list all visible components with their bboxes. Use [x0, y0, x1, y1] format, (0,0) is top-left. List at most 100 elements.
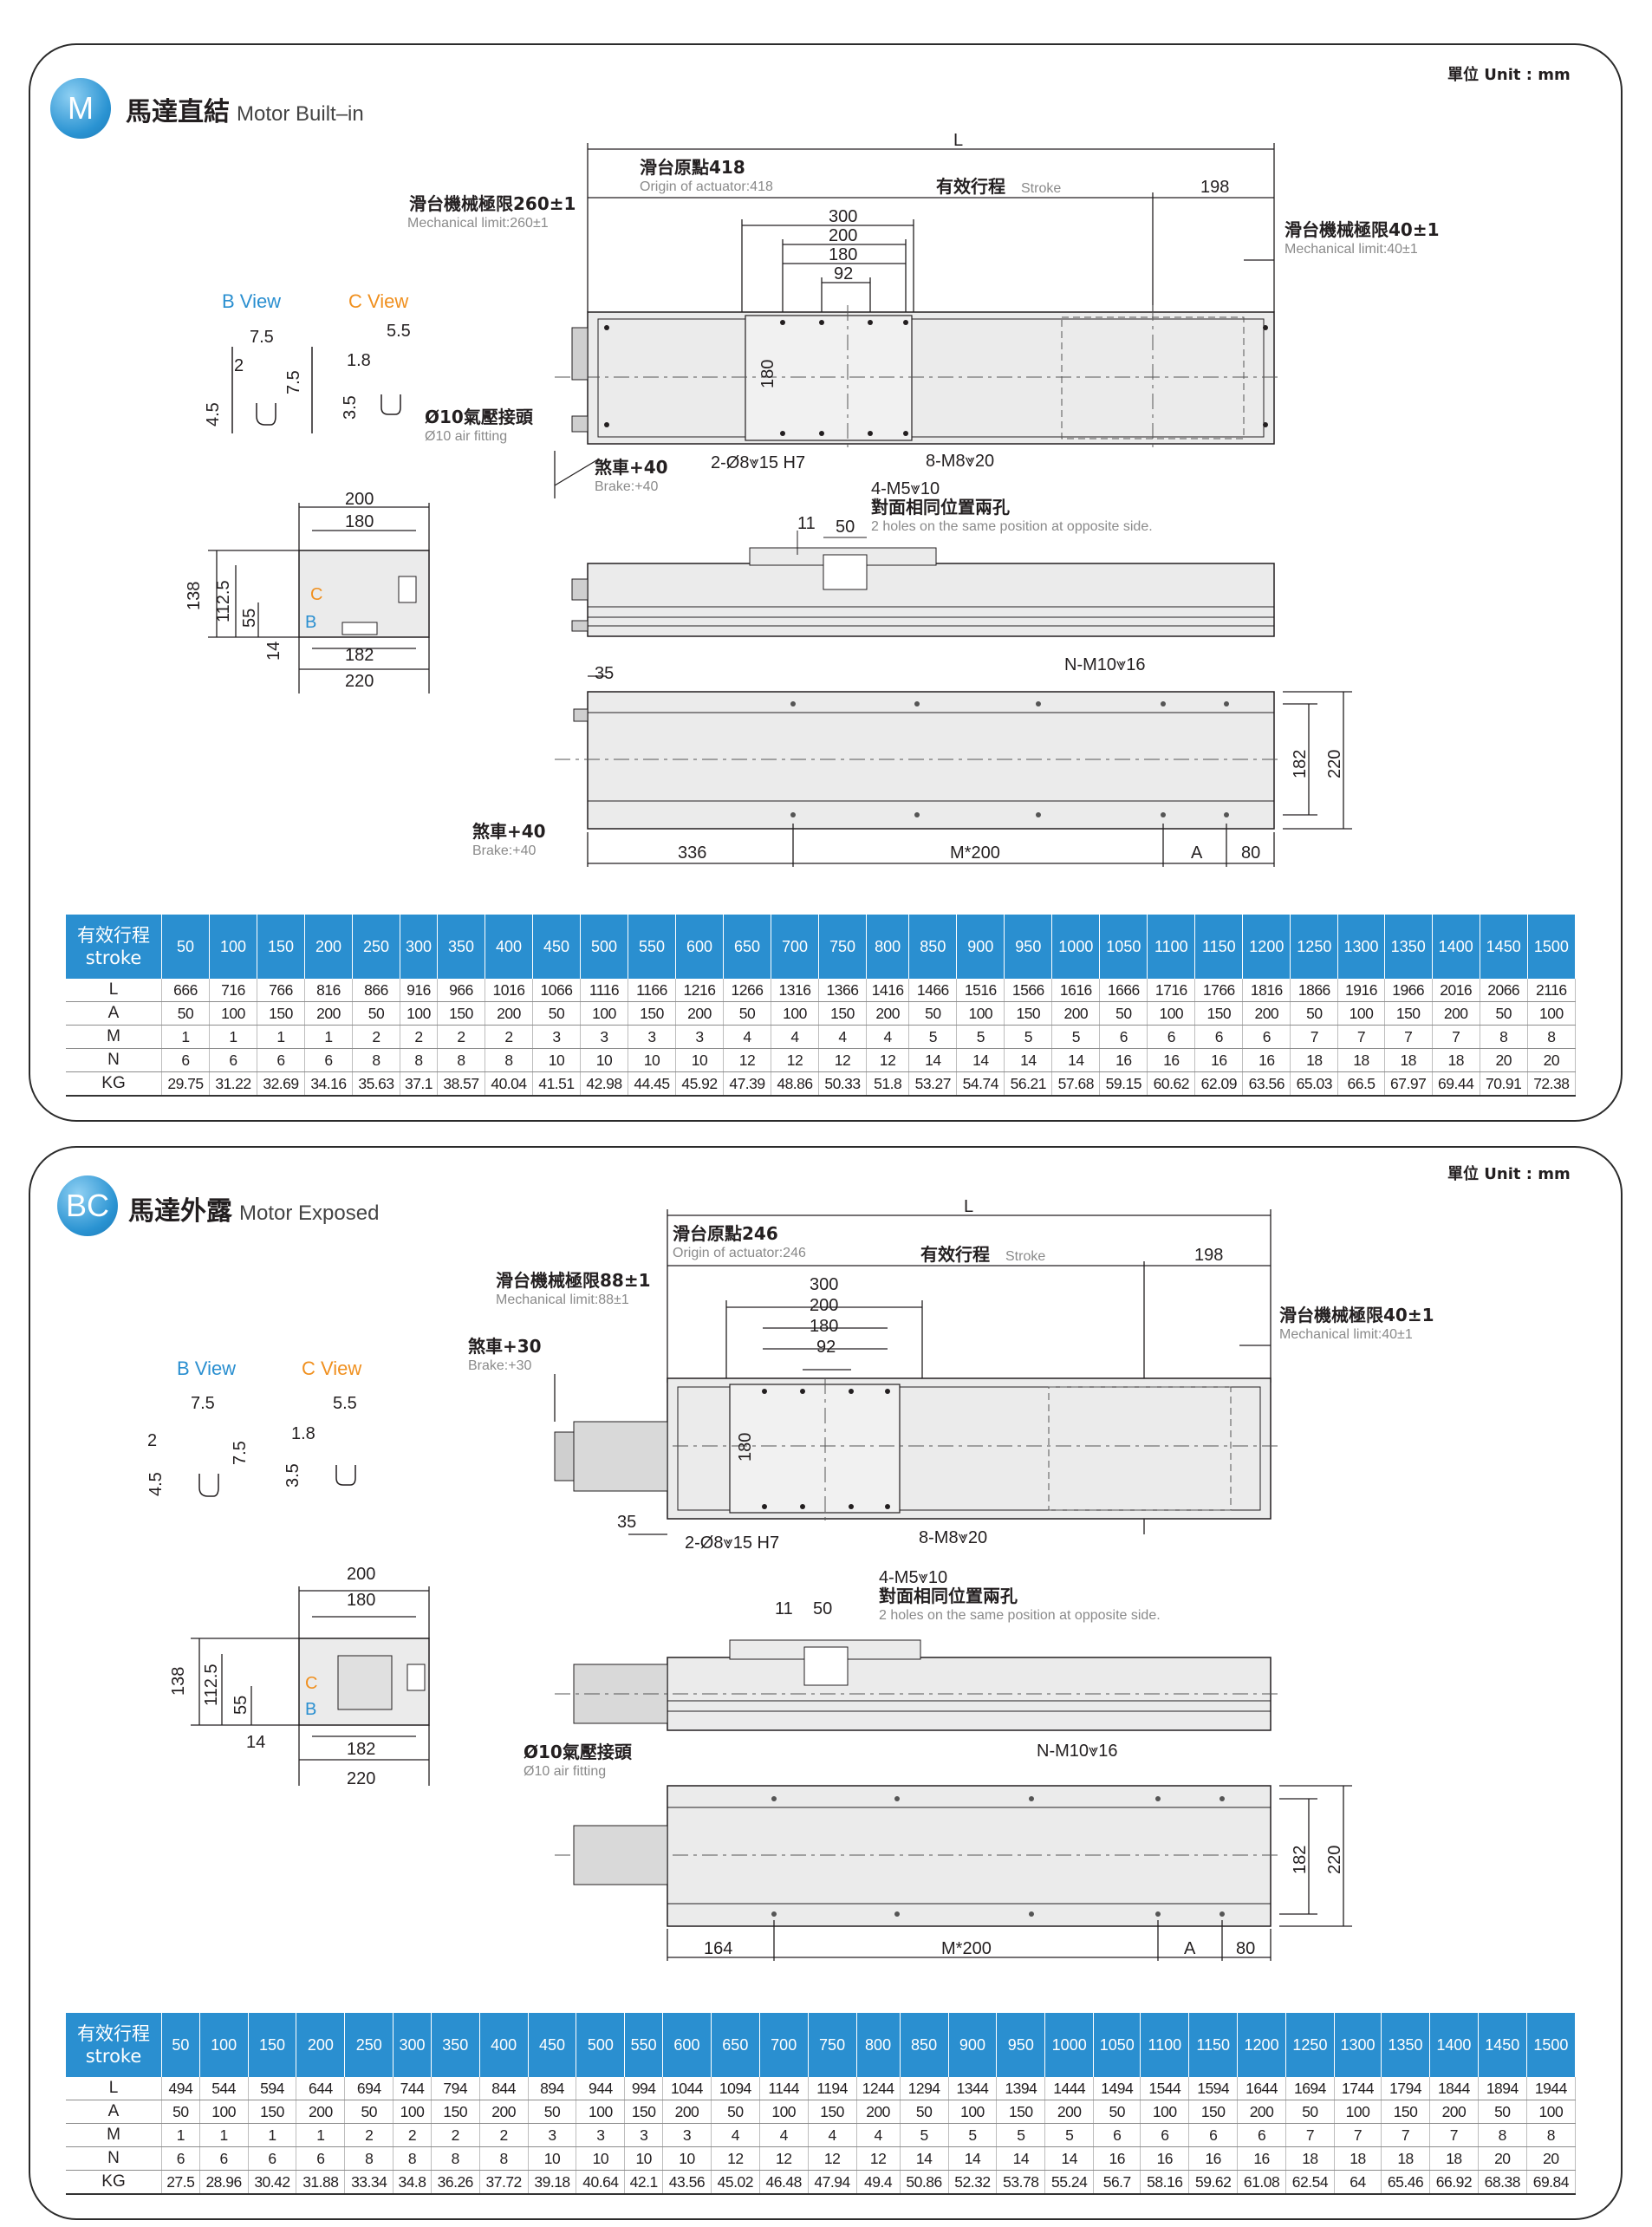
spec-cell: 35.63 [352, 1071, 400, 1097]
drawing-motor-built-in: L 滑台原點418 Origin of actuator:418 有效行程 St… [185, 131, 1440, 867]
spec-cell: 51.8 [866, 1071, 910, 1097]
dim-200-bc: 200 [810, 1296, 838, 1315]
spec-cell: 10 [532, 1048, 581, 1072]
end-200-bc: 200 [347, 1565, 375, 1584]
spec-cell: 100 [199, 2100, 249, 2124]
stroke-col-header: 1450 [1480, 915, 1528, 979]
spec-cell: 866 [352, 979, 400, 1002]
spec-cell: 50 [711, 2100, 760, 2124]
mech-limit-right-bc: 滑台機械極限40±1 [1279, 1305, 1434, 1325]
spec-cell: 2066 [1480, 979, 1528, 1002]
section-title: 馬達直結 Motor Built–in [126, 90, 364, 128]
spec-cell: 1894 [1478, 2077, 1527, 2100]
stroke-col-header: 1450 [1478, 2013, 1527, 2077]
dim-182-vertical: 182 [1291, 750, 1310, 778]
spec-cell: 12 [808, 2146, 857, 2171]
spec-cell: 2 [393, 2123, 432, 2147]
bview-4-5-bc: 4.5 [146, 1472, 166, 1496]
spec-cell: 1844 [1429, 2077, 1479, 2100]
dim-11-bc: 11 [775, 1599, 793, 1618]
dim-198: 198 [1200, 178, 1229, 197]
spec-cell: 1 [209, 1025, 257, 1049]
spec-cell: 50 [1480, 1001, 1528, 1026]
spec-cell: 150 [437, 1001, 485, 1026]
opposite-holes-label-bc: 對面相同位置兩孔 [879, 1586, 1018, 1606]
spec-cell: 100 [771, 1001, 819, 1026]
spec-cell: 8 [1526, 2123, 1577, 2147]
stroke-label-bc: 有效行程 [920, 1244, 990, 1265]
spec-row-label: L [66, 979, 162, 1002]
spec-header-zh-bc: 有效行程 [77, 2023, 150, 2044]
spec-cell: 45.02 [711, 2170, 760, 2195]
spec-cell: 57.68 [1051, 1071, 1101, 1097]
spec-cell: 716 [209, 979, 257, 1002]
dim-a: A [1191, 843, 1203, 863]
spec-cell: 200 [675, 1001, 724, 1026]
spec-cell: 50 [352, 1001, 400, 1026]
spec-cell: 100 [759, 2100, 809, 2124]
spec-cell: 150 [248, 2100, 297, 2124]
stroke-label-en-bc: Stroke [1005, 1249, 1045, 1264]
end-138-bc: 138 [169, 1667, 188, 1696]
spec-cell: 4 [711, 2123, 760, 2147]
spec-cell: 56.21 [1004, 1071, 1053, 1097]
stroke-col-header: 800 [856, 2013, 901, 2077]
spec-cell: 1 [296, 2123, 346, 2147]
stroke-col-header: 850 [900, 2013, 949, 2077]
spec-cell: 16 [1099, 1048, 1148, 1072]
dim-300: 300 [829, 207, 857, 226]
spec-cell: 1216 [675, 979, 724, 1002]
spec-cell: 8 [431, 2146, 480, 2171]
spec-cell: 1644 [1237, 2077, 1286, 2100]
spec-cell: 150 [996, 2100, 1046, 2124]
spec-cell: 8 [400, 1048, 438, 1072]
spec-cell: 40.04 [485, 1071, 533, 1097]
spec-cell: 1666 [1099, 979, 1148, 1002]
spec-cell: 18 [1290, 1048, 1339, 1072]
spec-cell: 20 [1478, 2146, 1527, 2171]
stroke-col-header: 600 [675, 915, 724, 979]
spec-cell: 66.92 [1429, 2170, 1479, 2195]
spec-cell: 1044 [662, 2077, 712, 2100]
stroke-col-header: 950 [996, 2013, 1046, 2077]
stroke-col-header: 1000 [1044, 2013, 1095, 2077]
dim-164-bc: 164 [704, 1939, 732, 1958]
stroke-col-header: 150 [248, 2013, 297, 2077]
spec-cell: 55.24 [1044, 2170, 1095, 2195]
spec-cell: 1916 [1337, 979, 1385, 1002]
spec-cell: 34.16 [304, 1071, 353, 1097]
end-182: 182 [345, 646, 374, 665]
spec-cell: 200 [1237, 2100, 1286, 2124]
spec-cell: 38.57 [437, 1071, 485, 1097]
stroke-col-header: 1250 [1290, 915, 1339, 979]
spec-cell: 18 [1334, 2146, 1382, 2171]
spec-cell: 1816 [1242, 979, 1291, 1002]
stroke-col-header: 150 [257, 915, 305, 979]
dim-35-bc: 35 [617, 1513, 636, 1532]
spec-cell: 14 [948, 2146, 998, 2171]
spec-cell: 18 [1429, 2146, 1479, 2171]
stroke-col-header: 1000 [1051, 915, 1101, 979]
section-title-zh: 馬達直結 [126, 97, 230, 127]
dim-92-bc: 92 [816, 1338, 836, 1357]
mech-limit-right: 滑台機械極限40±1 [1285, 219, 1440, 240]
spec-cell: 20 [1527, 1048, 1577, 1072]
stroke-col-header: 1300 [1334, 2013, 1382, 2077]
pin-hole-label: 2-Ø8⩔15 H7 [711, 453, 805, 472]
end-182-bc: 182 [347, 1740, 375, 1759]
spec-cell: 50 [528, 2100, 577, 2124]
spec-cell: 150 [818, 1001, 867, 1026]
stroke-col-header: 50 [161, 2013, 200, 2077]
spec-cell: 39.18 [528, 2170, 577, 2195]
spec-cell: 200 [1432, 1001, 1480, 1026]
spec-cell: 12 [818, 1048, 867, 1072]
spec-cell: 150 [1188, 2100, 1239, 2124]
spec-cell: 10 [528, 2146, 577, 2171]
dim-220-vertical-bc: 220 [1325, 1846, 1344, 1874]
spec-cell: 1966 [1384, 979, 1433, 1002]
spec-cell: 32.69 [257, 1071, 305, 1097]
section-title-en: Motor Built–in [237, 102, 364, 126]
mech-limit-right-en: Mechanical limit:40±1 [1285, 242, 1418, 257]
spec-cell: 100 [1527, 1001, 1577, 1026]
